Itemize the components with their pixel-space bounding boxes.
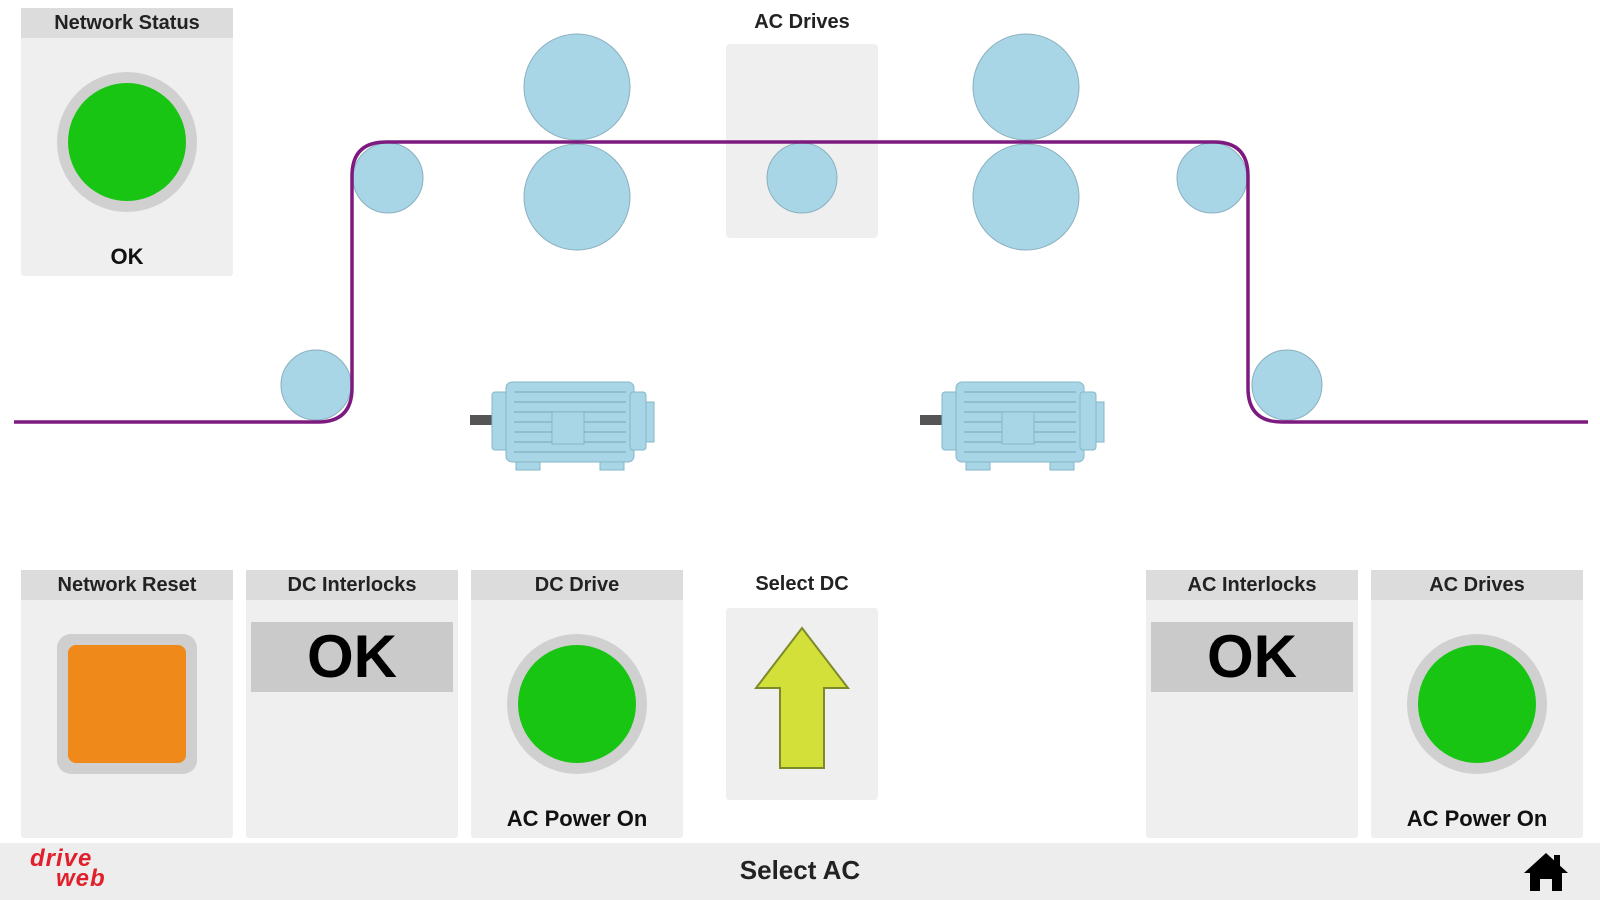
motor-foot-right <box>1049 461 1075 471</box>
ac-drives-status-text: AC Power On <box>1406 806 1548 831</box>
ac-drives-lamp-icon <box>1407 634 1547 774</box>
home-icon[interactable] <box>1522 851 1570 893</box>
dc-drive-panel: DC Drive AC Power On <box>471 570 683 838</box>
select-dc-title: Select DC <box>755 573 849 595</box>
roller-nip-bottom-2-icon <box>972 143 1080 251</box>
dc-interlocks-panel: DC Interlocks OK <box>246 570 458 838</box>
network-status-title: Network Status <box>21 8 233 38</box>
rollers <box>280 33 1323 421</box>
select-ac-button[interactable]: Select AC <box>739 855 861 885</box>
logo-line-2: web <box>56 865 106 892</box>
logo-line-1: drive <box>30 845 93 872</box>
roller-nip-top-1-icon <box>523 33 631 141</box>
motor-fan-cover <box>1095 401 1105 443</box>
motor-foot-left <box>515 461 541 471</box>
arrow-up-icon <box>753 626 851 769</box>
motor-foot-left <box>965 461 991 471</box>
footer-bar: drive web Select AC <box>0 843 1600 900</box>
ac-motor-icon[interactable] <box>920 381 1105 471</box>
network-status-panel: Network Status OK <box>21 8 233 276</box>
roller-entry-icon <box>280 349 352 421</box>
ac-interlocks-title: AC Interlocks <box>1146 570 1358 600</box>
motor-fan-cover <box>645 401 655 443</box>
select-dc-button[interactable] <box>726 608 878 800</box>
ac-interlocks-status: OK <box>1151 622 1353 692</box>
web-material-line <box>14 140 1588 424</box>
motor-foot-right <box>599 461 625 471</box>
motor-terminal-box <box>1001 411 1035 445</box>
network-reset-panel: Network Reset <box>21 570 233 838</box>
motor-terminal-box <box>551 411 585 445</box>
roller-exit-icon <box>1251 349 1323 421</box>
roller-nip-bottom-1-icon <box>523 143 631 251</box>
motor-shaft <box>470 415 494 425</box>
roller-idler-center-icon <box>766 142 838 214</box>
dc-drive-status-text: AC Power On <box>506 806 648 831</box>
roller-idler-2-icon <box>1176 142 1248 214</box>
network-reset-button[interactable] <box>57 634 197 774</box>
dc-drive-lamp-icon <box>507 634 647 774</box>
dc-drive-title: DC Drive <box>471 570 683 600</box>
ac-drives-top-title: AC Drives <box>754 11 850 33</box>
network-status-lamp-icon <box>57 72 197 212</box>
motor-endcap-right <box>1079 391 1097 451</box>
roller-idler-1-icon <box>352 142 424 214</box>
dc-interlocks-status: OK <box>251 622 453 692</box>
network-status-text: OK <box>110 244 144 269</box>
motor-endcap-right <box>629 391 647 451</box>
ac-drives-panel: AC Drives AC Power On <box>1371 570 1583 838</box>
ac-interlocks-panel: AC Interlocks OK <box>1146 570 1358 838</box>
roller-nip-top-2-icon <box>972 33 1080 141</box>
dc-interlocks-title: DC Interlocks <box>246 570 458 600</box>
ac-drives-title: AC Drives <box>1371 570 1583 600</box>
network-reset-title: Network Reset <box>21 570 233 600</box>
dc-motor-icon[interactable] <box>470 381 655 471</box>
driveweb-logo: drive web <box>30 847 106 892</box>
motor-shaft <box>920 415 944 425</box>
